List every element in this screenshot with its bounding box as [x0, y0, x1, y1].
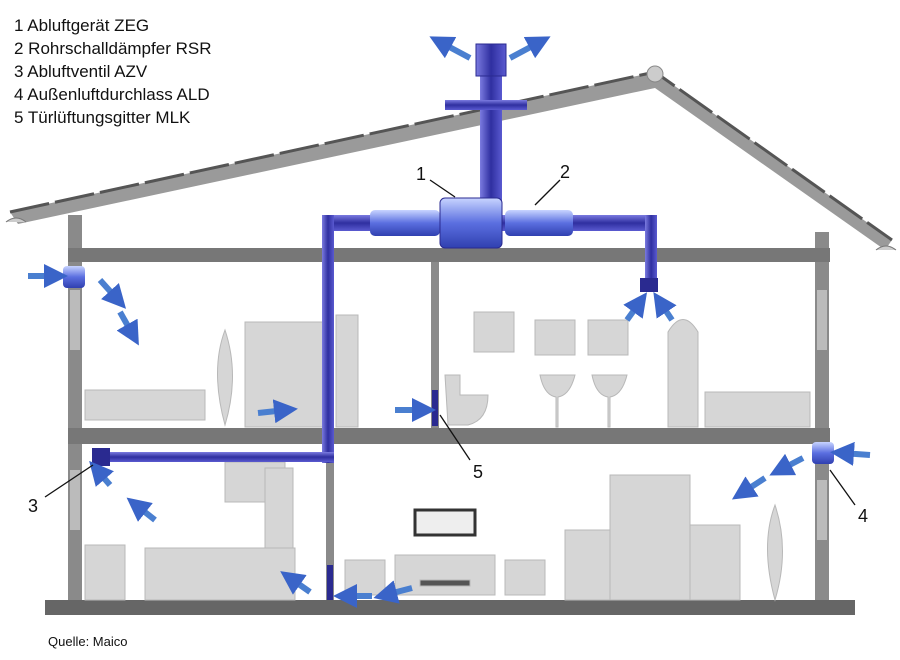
outdoor-air-inlet-left: [63, 266, 85, 288]
legend-item-5: 5 Türlüftungsgitter MLK: [14, 108, 191, 127]
legend: 1 Abluftgerät ZEG 2 Rohrschalldämpfer RS…: [14, 14, 211, 129]
picture: [413, 508, 477, 537]
silencer-left: [370, 210, 440, 236]
armchair: [504, 559, 546, 596]
sink: [539, 374, 576, 428]
bathroom-cabinet: [473, 311, 515, 353]
duct-system: [63, 197, 834, 600]
callout-4: 4: [858, 506, 868, 526]
furniture: [84, 311, 811, 602]
legend-item-3: 3 Abluftventil AZV: [14, 62, 148, 81]
door-grille-lower: [327, 565, 333, 600]
mirror: [534, 319, 576, 356]
exhaust-fan-unit: [439, 197, 503, 249]
silencer-right: [505, 210, 573, 236]
legend-item-1: 1 Abluftgerät ZEG: [14, 16, 150, 35]
legend-item-2: 2 Rohrschalldämpfer RSR: [14, 39, 212, 58]
callout-3: 3: [28, 496, 38, 516]
callouts: [44, 179, 856, 506]
source-credit: Quelle: Maico: [48, 634, 128, 649]
exhaust-valve-upper: [640, 278, 658, 292]
door-grille-upper: [432, 390, 438, 426]
mirror: [587, 319, 629, 356]
callout-2: 2: [560, 162, 570, 182]
plant: [767, 503, 783, 602]
roof-outlet: [445, 43, 527, 205]
callout-1: 1: [416, 164, 426, 184]
sink: [591, 374, 628, 428]
cabinet: [609, 474, 691, 601]
airflow-arrows: [28, 36, 871, 608]
exhaust-valve-kitchen: [92, 448, 110, 466]
roof: [5, 65, 897, 251]
armchair: [344, 559, 386, 596]
outdoor-air-inlet-right: [812, 442, 834, 464]
bathtub: [704, 391, 811, 428]
toilet: [444, 374, 489, 426]
bed: [84, 389, 206, 421]
kitchen-counter: [144, 547, 296, 601]
shelf: [667, 319, 699, 428]
callout-5: 5: [473, 462, 483, 482]
building-structure: [45, 215, 855, 615]
legend-item-4: 4 Außenluftdurchlass ALD: [14, 85, 210, 104]
plant: [217, 328, 233, 427]
